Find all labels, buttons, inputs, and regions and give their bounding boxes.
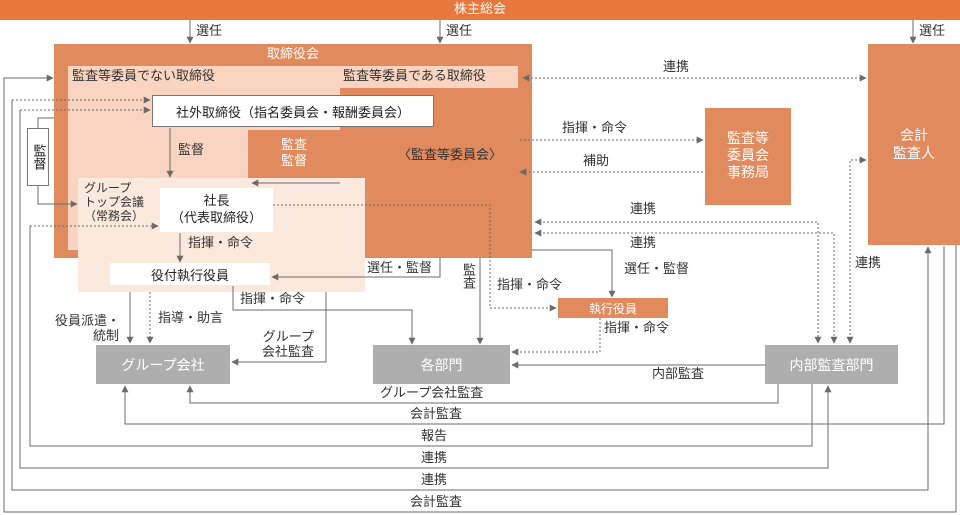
audit-committee-secretariat-box: 監査等 委員会 事務局 <box>705 108 791 205</box>
accounting-audit-bottom-line <box>3 74 957 513</box>
group-top-meeting-label: グループ トップ会議 （常務会） <box>84 181 144 223</box>
group-audit-upper-line-2: 会社監査 <box>262 345 315 360</box>
group-audit-lower-label: グループ会社監査 <box>380 386 484 401</box>
shareholders-meeting-bar: 株主総会 <box>0 0 960 20</box>
outside-directors-box: 社外取締役（指名委員会・報酬委員会） <box>152 95 434 127</box>
board-title: 取締役会 <box>266 47 319 62</box>
president-box: 社長 （代表取締役） <box>160 188 273 232</box>
audit-supervise-box: 監査 監督 <box>248 130 340 178</box>
accounting-audit-lower-line <box>121 246 945 425</box>
command-from-exec-label: 指揮・命令 <box>604 321 670 336</box>
executive-officers-label: 執行役員 <box>588 301 637 316</box>
coordination-bottom2-label: 連携 <box>421 473 448 488</box>
coordination-bottom1-line <box>19 110 832 469</box>
audit-committee-label: 〈監査等委員会〉 <box>398 148 503 163</box>
accounting-auditor-box: 会計 監査人 <box>868 44 960 245</box>
elect-supervise-center-label: 選任・監督 <box>367 261 433 276</box>
departments-box: 各部門 <box>373 345 510 384</box>
side-supervise-line-top <box>37 117 54 128</box>
elect-label-middle: 選任 <box>446 24 473 39</box>
side-supervise-box: 監督 <box>27 128 49 186</box>
group-top-meeting-line-1: グループ <box>84 181 132 195</box>
coordination-mid1-label: 連携 <box>630 202 657 217</box>
assist-label: 補助 <box>583 154 610 169</box>
senior-officers-label: 役付執行役員 <box>150 268 229 284</box>
internal-audit-dept-box: 内部監査部門 <box>765 345 898 384</box>
executive-officers-box: 執行役員 <box>558 298 668 318</box>
coordination-accounting-line <box>846 156 867 344</box>
side-supervise-label: 監督 <box>30 144 46 170</box>
command-secretariat-label: 指揮・命令 <box>562 121 628 136</box>
report-line <box>29 226 813 447</box>
audit-supervise-line-1: 監査 <box>280 138 307 153</box>
command-departments-arrow <box>232 286 416 345</box>
supervise-label: 監督 <box>178 143 205 158</box>
inner-command-label: 指揮・命令 <box>188 236 254 251</box>
accounting-auditor-line-1: 会計 <box>900 127 928 144</box>
elect-label-right: 選任 <box>919 24 946 39</box>
group-top-meeting-line-3: （常務会） <box>84 209 145 223</box>
coordination-top-label: 連携 <box>663 60 690 75</box>
coordination-bottom1-label: 連携 <box>421 451 448 466</box>
group-audit-upper-arrow <box>231 292 327 366</box>
command-exec-label: 指揮・命令 <box>497 278 563 293</box>
internal-audit-dept-label: 内部監査部門 <box>789 357 874 374</box>
senior-officers-box: 役付執行役員 <box>110 263 270 285</box>
group-companies-box: グループ会社 <box>96 345 230 384</box>
coordination-mid2-label: 連携 <box>630 236 657 251</box>
dispatch-label: 役員派遣・ 統制 <box>55 314 120 344</box>
command-from-exec-line <box>511 318 601 356</box>
internal-audit-label: 内部監査 <box>652 367 705 382</box>
group-audit-upper-label: グループ 会社監査 <box>262 330 314 360</box>
group-companies-label: グループ会社 <box>121 357 205 374</box>
secretariat-line-1: 監査等 <box>727 131 769 147</box>
secretariat-line-2: 委員会 <box>727 148 769 164</box>
accounting-audit-bottom-label: 会計監査 <box>410 495 463 510</box>
side-supervise-line-bottom <box>37 186 78 208</box>
shareholders-meeting-label: 株主総会 <box>453 2 506 17</box>
dispatch-line-2: 統制 <box>93 329 120 344</box>
non-audit-directors-label: 監査等委員でない取締役 <box>72 69 216 84</box>
president-line-2: （代表取締役） <box>170 211 262 226</box>
president-line-1: 社長 <box>203 194 230 209</box>
accounting-auditor-line-2: 監査人 <box>893 145 935 162</box>
outside-directors-label: 社外取締役（指名委員会・報酬委員会） <box>175 105 410 121</box>
accounting-audit-lower-label: 会計監査 <box>410 407 463 422</box>
dispatch-line-1: 役員派遣・ <box>55 314 121 329</box>
coordination-mid1-line <box>534 218 822 344</box>
group-top-meeting-line-2: トップ会議 <box>84 195 145 209</box>
elect-supervise-center-arrow <box>271 258 441 281</box>
group-audit-lower-line <box>186 384 779 404</box>
audit-supervise-line-2: 監督 <box>280 154 307 169</box>
departments-label: 各部門 <box>420 357 463 374</box>
coordination-mid2-line <box>534 229 838 344</box>
guidance-label: 指導・助言 <box>158 311 224 326</box>
secretariat-line-3: 事務局 <box>727 165 769 181</box>
coordination-accounting-label: 連携 <box>855 256 882 271</box>
audit-directors-label-strip <box>340 66 518 88</box>
group-audit-upper-line-1: グループ <box>262 330 315 345</box>
coordination-bottom2-line <box>11 100 932 491</box>
audit-directors-label: 監査等委員である取締役 <box>343 69 486 84</box>
elect-label-left: 選任 <box>196 24 223 39</box>
audit-label: 監査 <box>460 263 475 289</box>
elect-supervise-right-label: 選任・監督 <box>624 262 690 277</box>
command-departments-label: 指揮・命令 <box>240 292 306 307</box>
command-exec-line <box>273 204 557 312</box>
report-label: 報告 <box>421 429 448 444</box>
